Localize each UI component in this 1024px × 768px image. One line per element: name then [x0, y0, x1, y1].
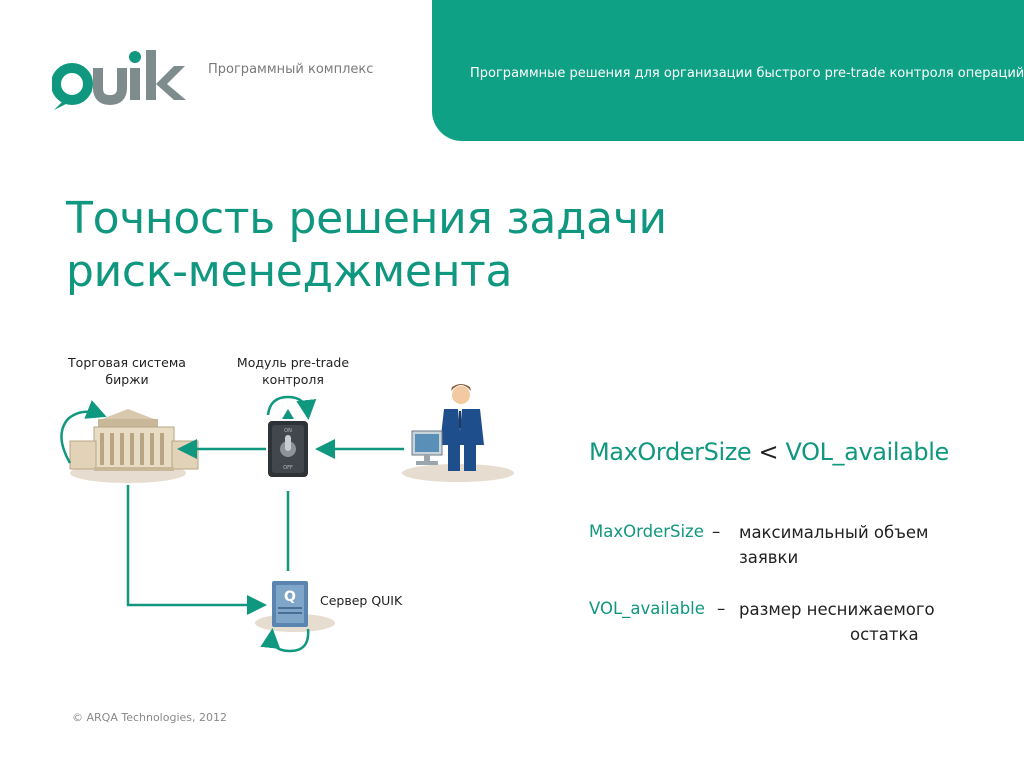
title-line-1: Точность решения задачи: [66, 193, 667, 244]
formula: MaxOrderSize < VOL_available: [589, 438, 949, 466]
definition-dash-2: –: [717, 599, 726, 618]
module-arrowhead: [282, 409, 294, 419]
svg-text:OFF: OFF: [283, 465, 293, 471]
copyright-footer: © ARQA Technologies, 2012: [72, 711, 227, 724]
exchange-label: Торговая система биржи: [68, 355, 186, 387]
title-line-2: риск-менеджмента: [66, 246, 513, 297]
definition-text-1: максимальный объем заявки: [739, 523, 929, 567]
server-label: Сервер QUIK: [320, 593, 403, 608]
svg-text:ON: ON: [284, 428, 292, 434]
definition-text-2: размер неснижаемого остатка: [739, 600, 935, 644]
module-label: Модуль pre-trade контроля: [236, 355, 350, 387]
diagram-graphics: ON OFF Q: [60, 384, 514, 653]
server-loop-arrow: [260, 628, 310, 653]
trader-at-computer-icon: [402, 384, 514, 482]
slide-title: Точность решения задачи риск-менеджмента: [66, 192, 667, 298]
exchange-building-icon: [69, 409, 199, 483]
formula-operator: <: [758, 438, 779, 466]
header-banner: [432, 0, 1024, 141]
quik-logo: [52, 50, 186, 110]
formula-right: VOL_available: [785, 438, 949, 466]
toggle-switch-icon: ON OFF: [268, 421, 308, 477]
module-loop-arrow: [266, 395, 317, 420]
server-icon: Q: [255, 581, 335, 632]
banner-text: Программные решения для организации быст…: [470, 66, 1024, 81]
product-subtitle: Программный комплекс: [208, 62, 374, 77]
definition-term-2: VOL_available: [589, 599, 705, 618]
exchange-to-server-arrow: [126, 485, 267, 615]
definition-dash-1: –: [712, 522, 721, 541]
definition-term-1: MaxOrderSize: [589, 522, 704, 541]
formula-left: MaxOrderSize: [589, 438, 752, 466]
flow-diagram: Торговая система биржи Модуль pre-trade …: [40, 345, 520, 665]
exchange-loop-arrow: [60, 400, 107, 464]
svg-text:Q: Q: [284, 589, 296, 605]
